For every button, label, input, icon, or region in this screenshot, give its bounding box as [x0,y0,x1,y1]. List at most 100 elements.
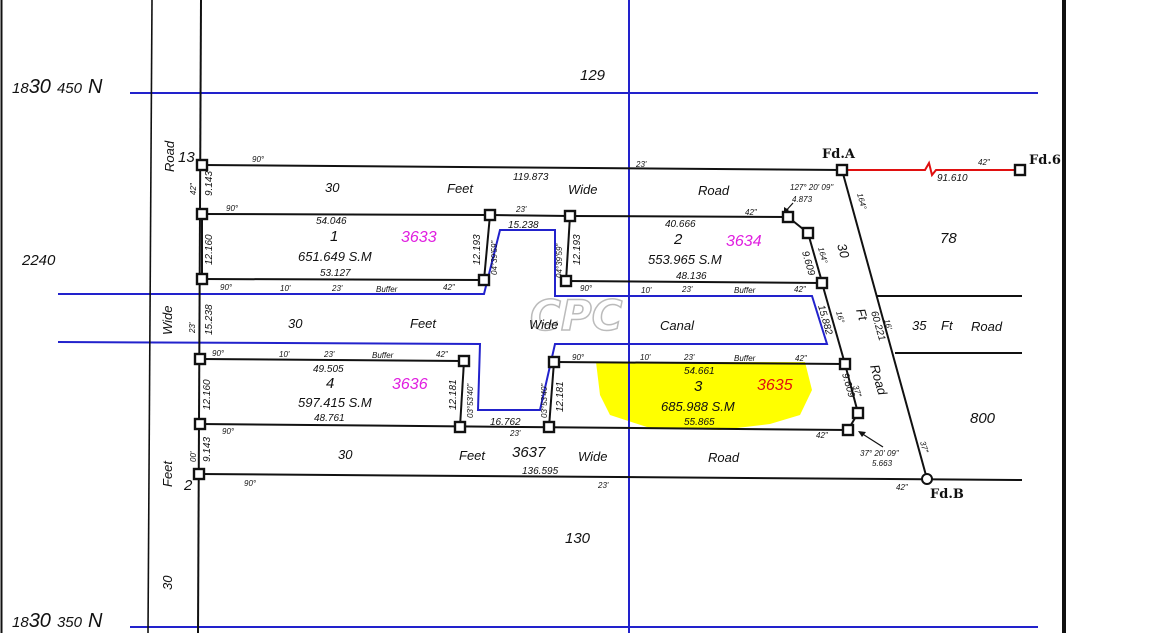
bearing-23-plot4b: 23' [509,429,521,438]
bearing-00: 00' [189,451,198,462]
marker [851,406,865,420]
plot4-top [199,358,465,362]
plot-2-id: 3634 [726,233,762,250]
bearing-23-plot4: 23' [323,350,335,359]
buffer-label-4: Buffer [372,351,394,360]
canal-30: 30 [288,316,303,331]
plot2-top [569,215,789,218]
easting-label: 2240 [21,252,56,269]
dim-53127: 53.127 [320,268,351,279]
canal-wide: Wide [529,317,559,332]
top-road-feet: Feet [447,181,474,196]
marker [838,357,852,371]
dim-9143-top: 9.143 [204,171,215,196]
dim-15238-v: 15.238 [204,304,215,335]
marker [815,276,829,290]
bearing-90-plot3: 90° [572,353,585,362]
grid-lines [130,0,1038,633]
bearing-23-bottom: 23' [597,481,609,490]
plot3-top [553,361,846,365]
survey-markers [192,158,1027,485]
marker [195,207,209,221]
marker-fd-b [921,473,933,485]
bearing-23-top: 23' [635,160,647,169]
plot3-right [844,363,859,414]
right-road-road: Road [867,363,890,398]
plot-4-id: 3636 [392,376,428,393]
dim-136595: 136.595 [522,466,559,477]
bearing-42-fdb: 42" [896,483,909,492]
bottom-road-road: Road [708,450,740,465]
plot-junction-top [489,214,571,217]
block-130: 130 [565,530,591,547]
marker [192,467,206,481]
marker-fd-a [835,163,849,177]
boundary-top [201,164,843,171]
plot2-bottom [565,280,823,284]
bearing-23-plot3: 23' [683,353,695,362]
bottom-road-3637: 3637 [512,444,546,461]
leader-arrowhead-bottom [858,431,866,437]
bearing-127: 127° 20' 09" [790,183,834,192]
top-road-wide: Wide [568,182,598,197]
marker [563,209,577,223]
plot2-left [565,215,571,282]
bearing-42-tie: 42" [978,158,991,167]
bearing-16-b: 16' [882,318,894,331]
bearing-90-bottom: 90° [244,479,257,488]
dim-15238: 15.238 [508,220,539,231]
plot-4-number: 4 [326,375,334,392]
bottom-road-wide: Wide [578,449,608,464]
dim-54661: 54.661 [684,366,715,377]
bearing-164-plot2: 164° [816,246,829,265]
road35-35: 35 [912,318,927,333]
bearing-0353-b: 03°53'40" [540,383,549,418]
fd-6-label: Fd.6 [1029,153,1061,168]
marker [193,417,207,431]
buffer-ten-2: 10' [641,286,652,295]
marker [801,226,815,240]
plot-3-id: 3635 [757,377,793,394]
marker [559,274,573,288]
bearing-23-left: 23' [188,322,197,334]
bearing-37-plot3: 37" [851,384,863,399]
right-road-ft: Ft [853,307,871,324]
dim-16762: 16.762 [490,417,521,428]
left-wide-label: Wide [160,305,175,335]
canal-canal: Canal [660,318,695,333]
block-800: 800 [970,410,996,427]
bearing-23-plot1: 23' [515,205,527,214]
dim-49505: 49.505 [313,364,344,375]
dim-12181-a: 12.181 [448,379,459,410]
bearing-90-plot4: 90° [212,349,225,358]
parcel-lines [147,0,1023,633]
dim-12181-b: 12.181 [555,381,566,412]
bearing-42-plot3b: 42" [795,354,808,363]
dim-15882: 15.882 [815,304,834,337]
marker [457,354,471,368]
bearing-164-right: 164° [855,192,868,211]
plot1-right [483,214,491,281]
bearing-42-plot2b: 42" [794,285,807,294]
bearing-23-plot2b: 23' [681,285,693,294]
road35-ft: Ft [941,318,954,333]
boundary-bottom [198,473,1023,481]
dim-48761: 48.761 [314,413,345,424]
bearing-90-plot1b: 90° [220,283,233,292]
bearing-37-right: 37" [918,440,930,455]
dim-40666: 40.666 [665,219,696,230]
plot1-top [201,213,491,216]
plot-3-highlight [596,362,812,430]
bearing-16-a: 16° [834,310,846,325]
road-left-inner [197,0,202,633]
corner-13: 13 [178,149,195,166]
plot-3-number: 3 [694,378,703,395]
marker [477,273,491,287]
bearing-0439-a: 04°39'59" [490,240,499,275]
bearing-90-top: 90° [252,155,265,164]
plot-1-number: 1 [330,228,338,245]
buffer-label-3: Buffer [734,354,756,363]
marker [195,158,209,172]
